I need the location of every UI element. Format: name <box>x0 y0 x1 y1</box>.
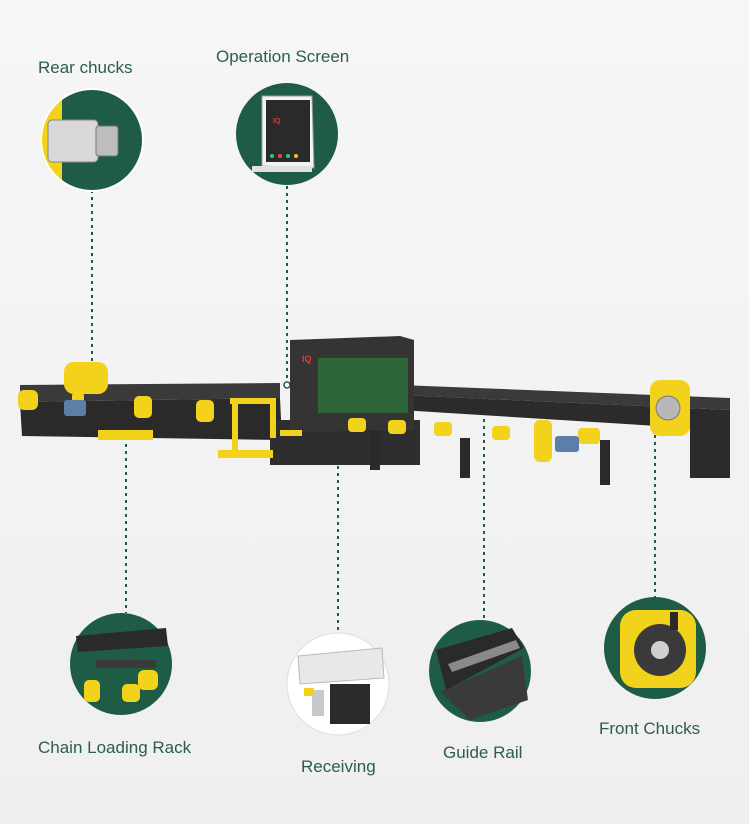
support-leg <box>370 430 380 470</box>
yellow-support <box>388 420 406 434</box>
guide-rail-label: Guide Rail <box>443 743 523 762</box>
yellow-support <box>196 400 214 422</box>
guide-rail-callout-image <box>429 620 531 722</box>
rear-chuck-body <box>64 362 108 394</box>
yellow-base <box>218 450 273 458</box>
yellow-support <box>534 420 552 462</box>
support-leg <box>460 438 470 478</box>
right-bed <box>400 395 730 478</box>
yellow-support <box>434 422 452 436</box>
motor <box>64 400 86 416</box>
anchor-dot <box>283 381 291 389</box>
yellow-support <box>578 428 600 444</box>
receiving-callout-image <box>286 632 390 736</box>
chain-loading-rack-label: Chain Loading Rack <box>38 738 192 757</box>
yellow-support <box>492 426 510 440</box>
yellow-fence <box>230 398 276 404</box>
tube-laser-machine: IQ <box>18 336 730 485</box>
yellow-strip <box>280 430 302 436</box>
cabinet-logo: IQ <box>302 354 312 364</box>
front-chuck-disc <box>655 395 681 421</box>
yellow-base <box>98 430 153 440</box>
rear-chucks-callout-image <box>39 88 144 192</box>
chain-loading-rack-callout-image <box>70 613 172 715</box>
rear-chuck-cap <box>18 390 38 410</box>
yellow-fence <box>232 398 238 450</box>
front-chucks-label: Front Chucks <box>599 719 701 738</box>
right-rail <box>400 385 730 410</box>
screen-logo: IQ <box>273 118 281 125</box>
front-chucks-callout-image <box>604 597 706 699</box>
operation-screen-callout-image: IQ <box>236 83 338 185</box>
yellow-support <box>134 396 152 418</box>
support-leg <box>600 440 610 485</box>
yellow-fence <box>270 398 276 438</box>
receiving-label: Receiving <box>301 757 376 776</box>
motor <box>555 436 579 452</box>
operation-screen-label: Operation Screen <box>216 47 350 66</box>
green-window <box>318 358 408 413</box>
yellow-support <box>348 418 366 432</box>
rear-chucks-label: Rear chucks <box>38 58 133 77</box>
